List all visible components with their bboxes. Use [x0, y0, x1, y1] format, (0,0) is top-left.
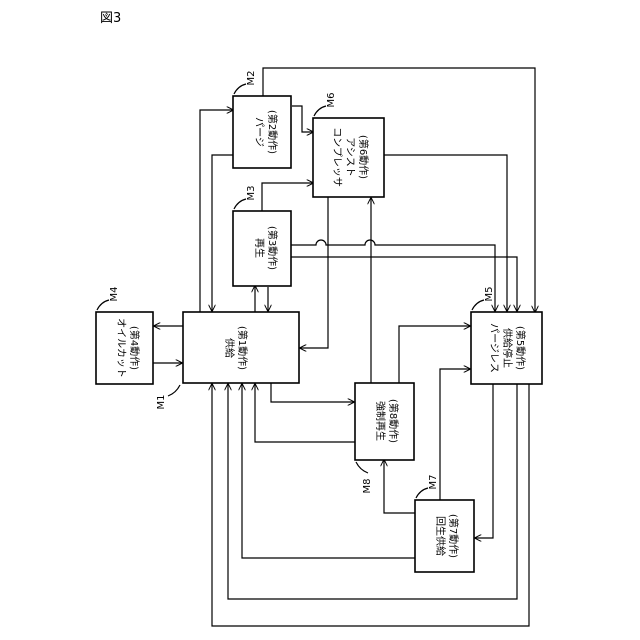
m1-ref-leader	[168, 385, 180, 396]
arrow-m2-to-m5	[263, 68, 535, 312]
state-box-m2: パージ (第2動作)	[233, 96, 291, 168]
arrow-m7-to-m5	[440, 369, 470, 500]
arrow-m3-to-m5	[291, 240, 495, 311]
m8-ref-leader	[356, 462, 368, 473]
m3-ref: M3	[246, 186, 257, 201]
m8-label-2: (第8動作)	[387, 399, 400, 443]
arrow-m7-to-m8	[384, 460, 415, 513]
arrow-m2-to-m1	[212, 155, 233, 311]
state-box-m1: 供給 (第1動作)	[183, 312, 299, 383]
arrow-m1-to-m2	[200, 110, 233, 312]
m8-label-1: 強制再生	[374, 401, 387, 441]
m3-label-2: (第3動作)	[266, 226, 279, 270]
m2-ref-leader	[234, 84, 246, 94]
m3-ref-leader	[234, 199, 246, 209]
arrow-m2-to-m6	[292, 106, 313, 132]
m2-label-1: パージ	[253, 117, 265, 147]
state-box-m6: コンプレッサ アシスト (第6動作)	[313, 118, 384, 197]
m5-label-3: (第5動作)	[514, 326, 527, 370]
m6-label-2: アシスト	[344, 137, 355, 177]
state-box-m5: パージレス 供給停止 (第5動作)	[471, 312, 542, 384]
m1-label-1: 供給	[223, 338, 236, 358]
m7-label-2: (第7動作)	[447, 514, 460, 558]
m1-label-2: (第1動作)	[236, 326, 249, 370]
m4-ref-leader	[97, 300, 109, 310]
arrow-m8-to-m1	[255, 384, 355, 442]
m7-ref-leader	[416, 488, 428, 498]
m1-ref: M1	[156, 395, 167, 410]
m8-ref: M8	[362, 479, 373, 494]
arrow-m1-to-m8	[271, 383, 354, 402]
m6-ref: M6	[326, 93, 337, 108]
state-box-m7: 回生供給 (第7動作)	[415, 500, 474, 572]
arrow-m3-to-m6	[262, 183, 313, 211]
m2-label-2: (第2動作)	[266, 110, 279, 154]
arrow-m3-to-m5-lower	[291, 257, 517, 311]
m5-label-2: 供給停止	[501, 328, 514, 368]
m5-ref: M5	[484, 287, 495, 302]
m4-label-1: オイルカット	[115, 318, 127, 378]
m7-label-1: 回生供給	[434, 516, 447, 556]
m2-ref: M2	[246, 71, 257, 86]
m5-label-1: パージレス	[488, 323, 500, 373]
m3-label-1: 再生	[253, 238, 266, 258]
state-box-m4: オイルカット (第4動作)	[96, 312, 153, 384]
arrow-m8-to-m5	[399, 326, 470, 383]
m6-label-3: (第6動作)	[357, 135, 370, 179]
arrow-m5-to-m7	[475, 384, 493, 538]
state-box-m3: 再生 (第3動作)	[233, 211, 291, 286]
m5-ref-leader	[472, 300, 484, 310]
m7-ref: M7	[428, 475, 439, 490]
m4-label-2: (第4動作)	[128, 326, 141, 370]
state-box-m8: 強制再生 (第8動作)	[355, 383, 414, 460]
arrow-m6-to-m1	[300, 197, 328, 348]
m4-ref: M4	[109, 287, 120, 302]
figure-label: 図3	[100, 11, 121, 26]
m6-ref-leader	[314, 106, 326, 116]
m6-label-1: コンプレッサ	[331, 127, 343, 187]
